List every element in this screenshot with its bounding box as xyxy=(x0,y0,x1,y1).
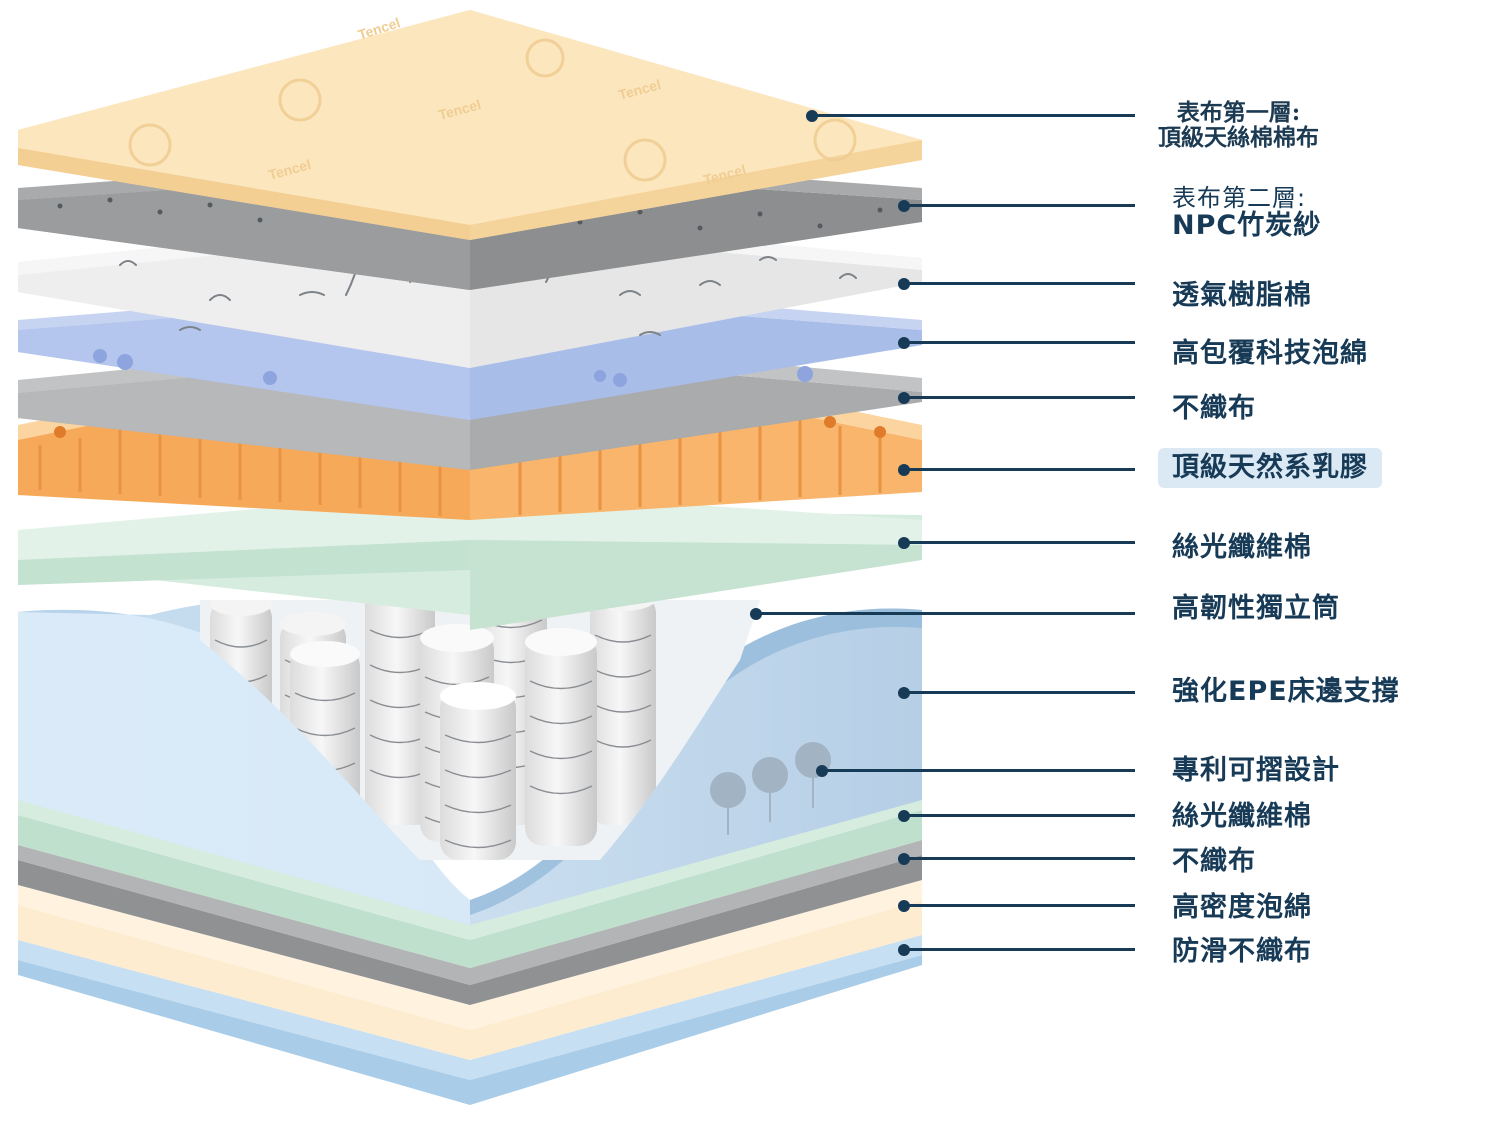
leader-line-antislip xyxy=(904,948,1135,951)
foldable-hinge-icons xyxy=(710,742,831,835)
label-foldable: 專利可摺設計 xyxy=(1172,755,1340,786)
fiber-cotton-layer-2 xyxy=(18,788,922,968)
label-fiber-2: 絲光纖維棉 xyxy=(1172,801,1312,832)
leader-line-cover-2 xyxy=(904,204,1135,207)
label-fiber-1: 絲光纖維棉 xyxy=(1172,532,1312,563)
leader-line-resin xyxy=(904,282,1135,285)
label-nonwoven-2: 不織布 xyxy=(1172,846,1256,877)
leader-line-springs xyxy=(756,612,1135,615)
leader-line-latex xyxy=(904,468,1135,471)
label-cover-2-line-2: NPC竹炭紗 xyxy=(1172,210,1322,242)
label-latex-highlighted: 頂級天然系乳膠 xyxy=(1158,448,1382,489)
leader-line-nonwoven-2 xyxy=(904,857,1135,860)
leader-line-tech-foam xyxy=(904,341,1135,344)
label-cover-2-line-1: 表布第二層: xyxy=(1172,184,1307,212)
label-epe-edge: 強化EPE床邊支撐 xyxy=(1172,676,1400,707)
label-cover-2: 表布第二層: NPC竹炭紗 xyxy=(1172,185,1321,241)
label-cover-1-line-1: 表布第一層: xyxy=(1176,99,1301,126)
label-tech-foam: 高包覆科技泡綿 xyxy=(1172,338,1368,369)
label-resin-cotton: 透氣樹脂棉 xyxy=(1172,280,1312,311)
label-hd-foam: 高密度泡綿 xyxy=(1172,892,1312,923)
leader-line-fiber-1 xyxy=(904,541,1135,544)
label-antislip: 防滑不織布 xyxy=(1172,936,1312,967)
cover-layer-1: Tencel Tencel Tencel Tencel Tencel xyxy=(18,10,922,240)
label-cover-1: 表布第一層: 頂級天絲棉棉布 xyxy=(1158,100,1319,151)
leader-line-hd-foam xyxy=(904,904,1135,907)
label-pocket-springs: 高韌性獨立筒 xyxy=(1172,593,1340,624)
leader-line-cover-1 xyxy=(812,114,1135,117)
leader-line-foldable xyxy=(822,769,1135,772)
label-cover-1-line-2: 頂級天絲棉棉布 xyxy=(1158,124,1319,152)
antislip-nonwoven-layer xyxy=(18,935,922,1105)
leader-line-fiber-2 xyxy=(904,814,1135,817)
label-nonwoven-1: 不織布 xyxy=(1172,393,1256,424)
leader-line-epe xyxy=(904,691,1135,694)
leader-line-nonwoven-1 xyxy=(904,396,1135,399)
fiber-cotton-layer-1 xyxy=(18,490,922,630)
nonwoven-layer-2 xyxy=(18,840,922,1005)
high-density-foam-layer xyxy=(18,880,922,1060)
